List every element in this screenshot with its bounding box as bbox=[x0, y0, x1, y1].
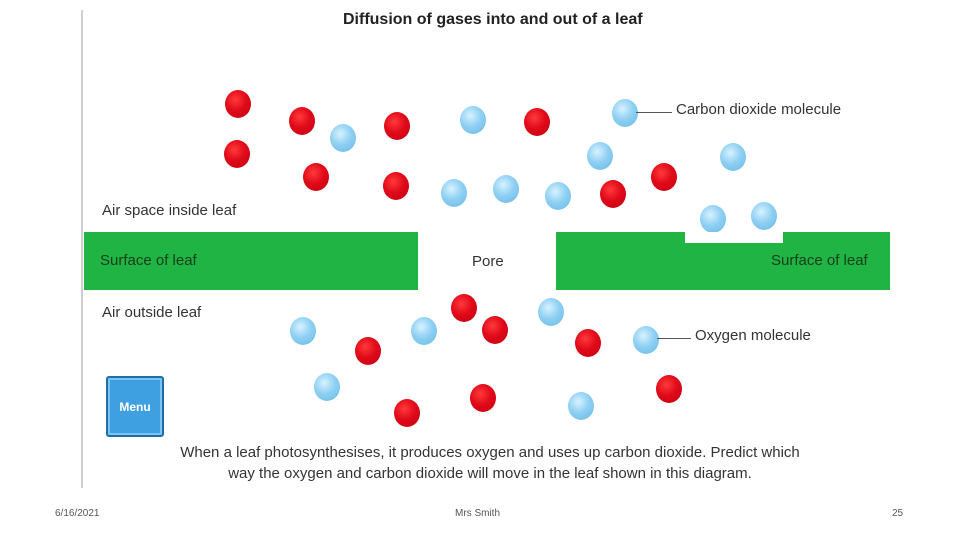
oxygen-molecule bbox=[224, 140, 250, 168]
leaf-surface-left bbox=[84, 232, 418, 290]
carbon-dioxide-molecule bbox=[493, 175, 519, 203]
carbon-dioxide-molecule bbox=[538, 298, 564, 326]
carbon-dioxide-molecule bbox=[700, 205, 726, 233]
oxygen-molecule bbox=[225, 90, 251, 118]
oxygen-molecule bbox=[451, 294, 477, 322]
slide-left-rule bbox=[81, 10, 83, 488]
oxygen-molecule bbox=[289, 107, 315, 135]
oxygen-molecule bbox=[303, 163, 329, 191]
footer-author: Mrs Smith bbox=[455, 508, 500, 519]
carbon-dioxide-molecule bbox=[441, 179, 467, 207]
oxygen-molecule bbox=[524, 108, 550, 136]
oxygen-callout-line bbox=[657, 338, 691, 339]
question-line-2: way the oxygen and carbon dioxide will m… bbox=[228, 465, 752, 482]
carbon-dioxide-molecule bbox=[612, 99, 638, 127]
oxygen-molecule bbox=[394, 399, 420, 427]
pore-label: Pore bbox=[472, 253, 504, 270]
footer-date: 6/16/2021 bbox=[55, 508, 100, 519]
carbon-dioxide-molecule bbox=[460, 106, 486, 134]
carbon-dioxide-callout: Carbon dioxide molecule bbox=[676, 101, 842, 118]
oxygen-molecule bbox=[383, 172, 409, 200]
carbon-dioxide-molecule bbox=[751, 202, 777, 230]
air-space-inside-label: Air space inside leaf bbox=[102, 202, 237, 219]
oxygen-molecule bbox=[651, 163, 677, 191]
carbon-dioxide-molecule bbox=[290, 317, 316, 345]
carbon-dioxide-callout-line bbox=[636, 112, 672, 113]
question-line-1: When a leaf photosynthesises, it produce… bbox=[180, 444, 800, 461]
carbon-dioxide-molecule bbox=[411, 317, 437, 345]
oxygen-molecule bbox=[470, 384, 496, 412]
surface-of-leaf-right-label: Surface of leaf bbox=[771, 252, 868, 269]
footer-page-number: 25 bbox=[892, 508, 904, 519]
oxygen-molecule bbox=[355, 337, 381, 365]
air-outside-label: Air outside leaf bbox=[102, 304, 202, 321]
carbon-dioxide-molecule bbox=[314, 373, 340, 401]
oxygen-molecule bbox=[600, 180, 626, 208]
carbon-dioxide-molecule bbox=[587, 142, 613, 170]
oxygen-callout: Oxygen molecule bbox=[695, 327, 811, 344]
menu-button[interactable]: Menu bbox=[106, 376, 164, 437]
carbon-dioxide-molecule bbox=[633, 326, 659, 354]
carbon-dioxide-molecule bbox=[545, 182, 571, 210]
question-text: When a leaf photosynthesises, it produce… bbox=[160, 442, 820, 484]
carbon-dioxide-molecule bbox=[568, 392, 594, 420]
oxygen-molecule bbox=[656, 375, 682, 403]
carbon-dioxide-molecule bbox=[720, 143, 746, 171]
surface-of-leaf-left-label: Surface of leaf bbox=[100, 252, 197, 269]
oxygen-molecule bbox=[575, 329, 601, 357]
oxygen-molecule bbox=[482, 316, 508, 344]
leaf-surface-notch bbox=[685, 232, 783, 243]
diagram-title: Diffusion of gases into and out of a lea… bbox=[343, 11, 643, 28]
carbon-dioxide-molecule bbox=[330, 124, 356, 152]
oxygen-molecule bbox=[384, 112, 410, 140]
